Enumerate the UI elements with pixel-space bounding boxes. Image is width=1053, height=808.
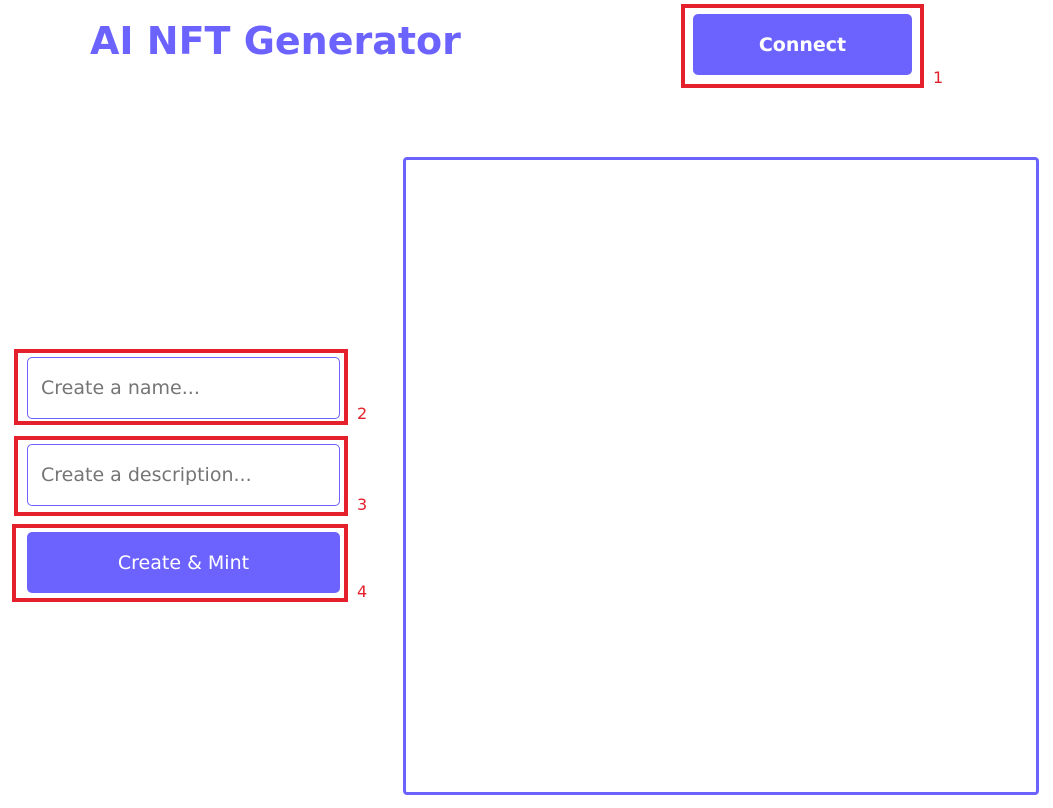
description-input[interactable]: [27, 444, 340, 506]
create-mint-button[interactable]: Create & Mint: [27, 532, 340, 593]
nft-image-preview: [403, 157, 1039, 795]
annotation-label-4: 4: [357, 582, 368, 601]
annotation-label-2: 2: [357, 404, 368, 423]
connect-button[interactable]: Connect: [693, 14, 912, 75]
page-title: AI NFT Generator: [90, 19, 461, 63]
name-input[interactable]: [27, 357, 340, 419]
annotation-label-1: 1: [933, 68, 944, 87]
annotation-label-3: 3: [357, 495, 368, 514]
